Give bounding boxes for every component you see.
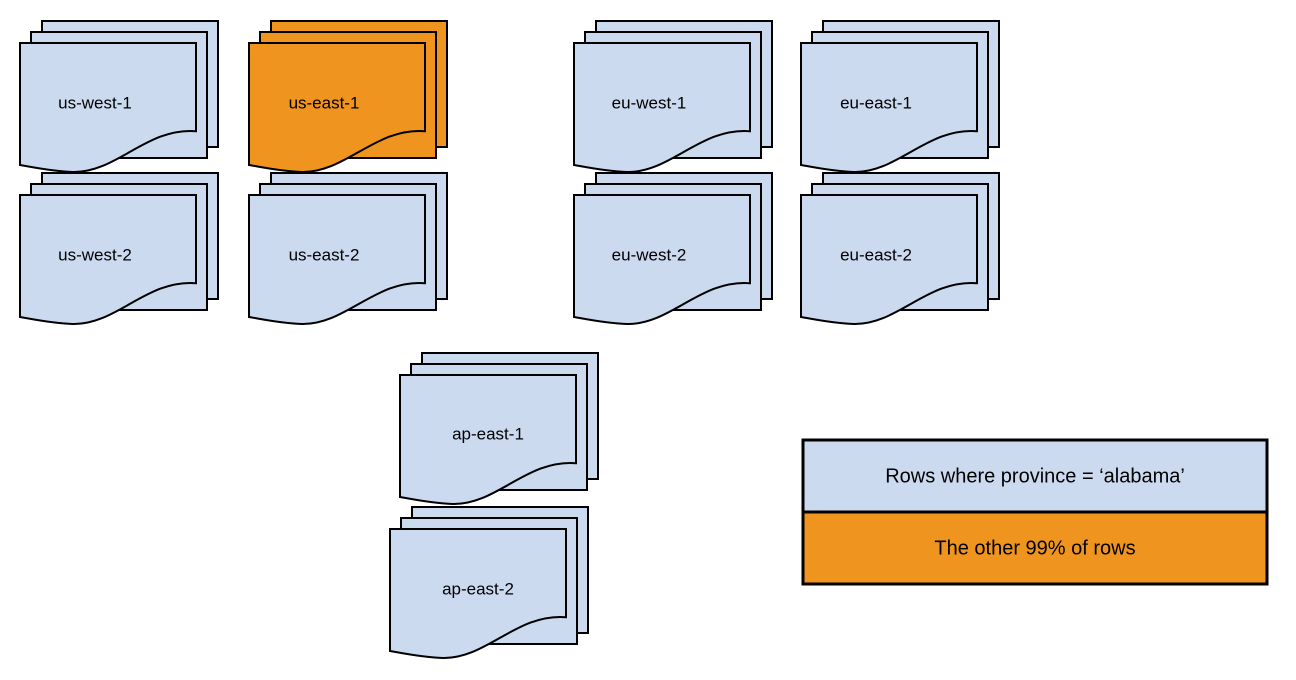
region-stack-us-west-2[interactable]: us-west-2 (19, 172, 219, 326)
region-stack-us-east-2[interactable]: us-east-2 (248, 172, 448, 326)
stack-sheet-front (800, 194, 978, 326)
stack-sheet-front (19, 194, 197, 326)
stack-sheet-front (573, 194, 751, 326)
region-stacks-layer: us-west-1 us-east-1 eu-west-1 eu-east-1 us-w… (19, 20, 1000, 660)
region-label: eu-east-1 (840, 93, 912, 112)
region-label: ap-east-2 (442, 579, 514, 598)
stack-sheet-front (800, 42, 978, 174)
stack-sheet-front (248, 194, 426, 326)
region-label: us-west-1 (58, 93, 132, 112)
stack-sheet-front (389, 528, 567, 660)
region-label: eu-west-1 (612, 93, 687, 112)
legend: Rows where province = ‘alabama’ The other… (801, 438, 1269, 586)
legend-label: The other 99% of rows (934, 537, 1135, 559)
legend-swatch-row (801, 510, 1269, 586)
region-stack-us-west-1[interactable]: us-west-1 (19, 20, 219, 174)
region-label: eu-east-2 (840, 245, 912, 264)
region-stack-us-east-1[interactable]: us-east-1 (248, 20, 448, 174)
region-label: us-east-1 (289, 93, 360, 112)
region-stack-eu-east-2[interactable]: eu-east-2 (800, 172, 1000, 326)
region-stack-eu-west-2[interactable]: eu-west-2 (573, 172, 773, 326)
stack-sheet-front (248, 42, 426, 174)
region-label: ap-east-1 (452, 424, 524, 443)
region-stack-eu-east-1[interactable]: eu-east-1 (800, 20, 1000, 174)
region-label: us-west-2 (58, 245, 132, 264)
region-stack-ap-east-2[interactable]: ap-east-2 (389, 506, 589, 660)
stack-sheet-front (19, 42, 197, 174)
stack-sheet-front (573, 42, 751, 174)
legend-swatch-row (801, 438, 1269, 514)
legend-label: Rows where province = ‘alabama’ (885, 465, 1185, 487)
region-label: us-east-2 (289, 245, 360, 264)
region-stack-ap-east-1[interactable]: ap-east-1 (399, 352, 599, 506)
stack-sheet-front (399, 374, 577, 506)
region-stack-eu-west-1[interactable]: eu-west-1 (573, 20, 773, 174)
region-label: eu-west-2 (612, 245, 687, 264)
